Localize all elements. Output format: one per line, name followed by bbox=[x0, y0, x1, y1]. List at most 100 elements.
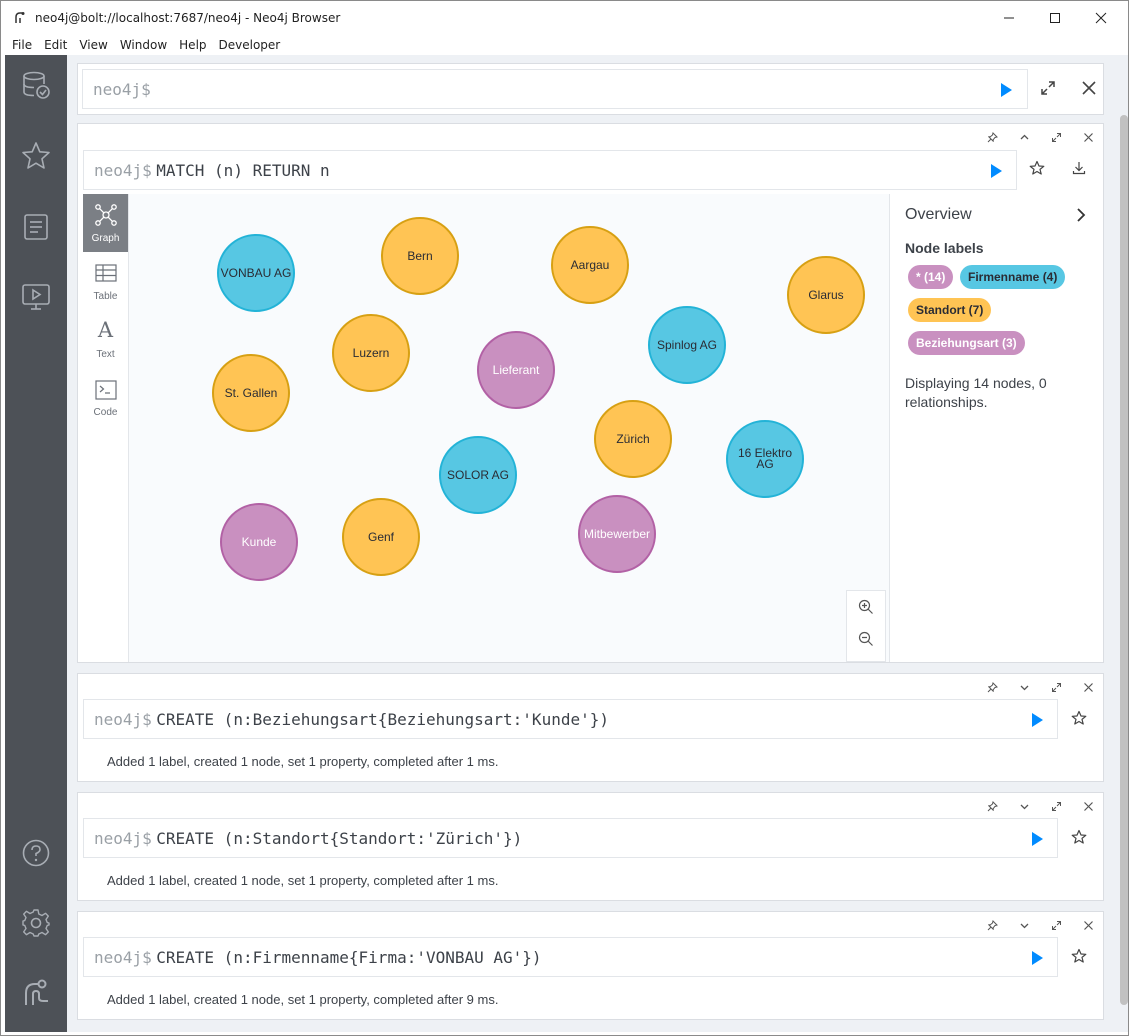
tab-text[interactable]: A Text bbox=[83, 310, 128, 368]
editor-input[interactable]: neo4j$ bbox=[82, 69, 1028, 109]
query-text: CREATE (n:Firmenname{Firma:'VONBAU AG'}) bbox=[156, 948, 542, 967]
label-pill-firmenname[interactable]: Firmenname (4) bbox=[960, 265, 1066, 289]
rerun-button[interactable] bbox=[1027, 829, 1047, 849]
node-solor-ag[interactable]: SOLOR AG bbox=[439, 436, 517, 514]
graph-result-frame: neo4j$ MATCH (n) RETURN n Graph bbox=[77, 123, 1104, 663]
chevron-right-icon[interactable] bbox=[1074, 207, 1088, 228]
left-sidebar bbox=[5, 55, 67, 1032]
query-bar[interactable]: neo4j$ CREATE (n:Beziehungsart{Beziehung… bbox=[83, 699, 1058, 739]
query-text: MATCH (n) RETURN n bbox=[156, 161, 330, 180]
help-icon[interactable] bbox=[20, 837, 52, 869]
tab-graph[interactable]: Graph bbox=[83, 194, 128, 252]
query-bar[interactable]: neo4j$ CREATE (n:Standort{Standort:'Züri… bbox=[83, 818, 1058, 858]
expand-frame-icon[interactable] bbox=[1045, 128, 1067, 146]
pin-icon[interactable] bbox=[981, 797, 1003, 815]
node-vonbau-ag[interactable]: VONBAU AG bbox=[217, 234, 295, 312]
expand-frame-icon[interactable] bbox=[1045, 916, 1067, 934]
node-16-elektro-ag[interactable]: 16 Elektro AG bbox=[726, 420, 804, 498]
graph-view-icon bbox=[95, 204, 117, 226]
favorite-star-icon[interactable] bbox=[1071, 948, 1091, 968]
minimize-button[interactable] bbox=[986, 1, 1032, 35]
query-bar[interactable]: neo4j$ MATCH (n) RETURN n bbox=[83, 150, 1017, 190]
menu-window[interactable]: Window bbox=[119, 38, 168, 52]
clear-editor-icon[interactable] bbox=[1079, 78, 1099, 98]
title-bar: neo4j@bolt://localhost:7687/neo4j - Neo4… bbox=[1, 1, 1128, 35]
settings-gear-icon[interactable] bbox=[20, 907, 52, 939]
favorite-star-icon[interactable] bbox=[1029, 160, 1049, 180]
close-frame-icon[interactable] bbox=[1077, 916, 1099, 934]
close-frame-icon[interactable] bbox=[1077, 128, 1099, 146]
collapse-chevron-up-icon[interactable] bbox=[1013, 128, 1035, 146]
label-pill-beziehungsart[interactable]: Beziehungsart (3) bbox=[908, 331, 1025, 355]
tab-table[interactable]: Table bbox=[83, 252, 128, 310]
close-window-button[interactable] bbox=[1078, 1, 1124, 35]
node-spinlog-ag[interactable]: Spinlog AG bbox=[648, 306, 726, 384]
close-frame-icon[interactable] bbox=[1077, 797, 1099, 815]
menu-file[interactable]: File bbox=[12, 38, 33, 52]
favorite-star-icon[interactable] bbox=[1071, 710, 1091, 730]
pin-icon[interactable] bbox=[981, 128, 1003, 146]
guides-play-icon[interactable] bbox=[20, 281, 52, 313]
node-luzern[interactable]: Luzern bbox=[332, 314, 410, 392]
view-tabs: Graph Table A Text Code bbox=[83, 194, 129, 662]
result-frame-3: neo4j$ CREATE (n:Firmenname{Firma:'VONBA… bbox=[77, 911, 1104, 1020]
about-neo4j-icon[interactable] bbox=[20, 977, 52, 1009]
node-glarus[interactable]: Glarus bbox=[787, 256, 865, 334]
table-view-icon bbox=[95, 264, 117, 282]
rerun-button[interactable] bbox=[1027, 710, 1047, 730]
menu-bar: File Edit View Window Help Developer bbox=[1, 35, 1128, 55]
expand-frame-icon[interactable] bbox=[1045, 678, 1067, 696]
query-text: CREATE (n:Beziehungsart{Beziehungsart:'K… bbox=[156, 710, 609, 729]
expand-frame-icon[interactable] bbox=[1045, 797, 1067, 815]
expand-chevron-down-icon[interactable] bbox=[1013, 797, 1035, 815]
tab-code[interactable]: Code bbox=[83, 368, 128, 426]
zoom-in-icon[interactable] bbox=[858, 599, 874, 620]
menu-edit[interactable]: Edit bbox=[44, 38, 68, 52]
node-aargau[interactable]: Aargau bbox=[551, 226, 629, 304]
node-zuerich[interactable]: Zürich bbox=[594, 400, 672, 478]
code-view-icon bbox=[95, 380, 117, 400]
node-kunde[interactable]: Kunde bbox=[220, 503, 298, 581]
overview-panel: Overview Node labels * (14) Firmenname (… bbox=[889, 194, 1099, 662]
pin-icon[interactable] bbox=[981, 916, 1003, 934]
fullscreen-editor-icon[interactable] bbox=[1038, 78, 1058, 98]
tab-table-label: Table bbox=[93, 291, 118, 302]
query-prompt: neo4j$ bbox=[94, 948, 152, 967]
database-icon[interactable] bbox=[20, 69, 52, 101]
maximize-button[interactable] bbox=[1032, 1, 1078, 35]
rerun-button[interactable] bbox=[1027, 948, 1047, 968]
tab-graph-label: Graph bbox=[91, 233, 120, 244]
run-button[interactable] bbox=[996, 80, 1016, 100]
graph-canvas[interactable]: VONBAU AG Bern Aargau Glarus Luzern Lief… bbox=[129, 194, 889, 662]
zoom-controls bbox=[846, 590, 886, 662]
label-pill-standort[interactable]: Standort (7) bbox=[908, 298, 992, 322]
node-lieferant[interactable]: Lieferant bbox=[477, 331, 555, 409]
text-view-icon: A bbox=[97, 318, 114, 342]
menu-view[interactable]: View bbox=[79, 38, 108, 52]
favorite-star-icon[interactable] bbox=[1071, 829, 1091, 849]
rerun-button[interactable] bbox=[986, 161, 1006, 181]
zoom-out-icon[interactable] bbox=[858, 631, 874, 652]
node-st-gallen[interactable]: St. Gallen bbox=[212, 354, 290, 432]
node-genf[interactable]: Genf bbox=[342, 498, 420, 576]
node-labels-heading: Node labels bbox=[905, 240, 984, 256]
menu-developer[interactable]: Developer bbox=[218, 38, 281, 52]
pin-icon[interactable] bbox=[981, 678, 1003, 696]
expand-chevron-down-icon[interactable] bbox=[1013, 678, 1035, 696]
documents-icon[interactable] bbox=[20, 211, 52, 243]
favorites-star-icon[interactable] bbox=[20, 140, 52, 172]
main-editor: neo4j$ bbox=[77, 63, 1104, 115]
stream-scrollbar[interactable] bbox=[1120, 115, 1128, 1005]
close-frame-icon[interactable] bbox=[1077, 678, 1099, 696]
menu-help[interactable]: Help bbox=[179, 38, 207, 52]
neo4j-app-icon bbox=[14, 11, 28, 25]
editor-prompt: neo4j$ bbox=[93, 80, 151, 99]
node-bern[interactable]: Bern bbox=[381, 217, 459, 295]
result-frame-1: neo4j$ CREATE (n:Beziehungsart{Beziehung… bbox=[77, 673, 1104, 782]
query-bar[interactable]: neo4j$ CREATE (n:Firmenname{Firma:'VONBA… bbox=[83, 937, 1058, 977]
node-mitbewerber[interactable]: Mitbewerber bbox=[578, 495, 656, 573]
download-icon[interactable] bbox=[1071, 160, 1091, 180]
expand-chevron-down-icon[interactable] bbox=[1013, 916, 1035, 934]
query-text: CREATE (n:Standort{Standort:'Zürich'}) bbox=[156, 829, 523, 848]
label-pill-all[interactable]: * (14) bbox=[908, 265, 954, 289]
